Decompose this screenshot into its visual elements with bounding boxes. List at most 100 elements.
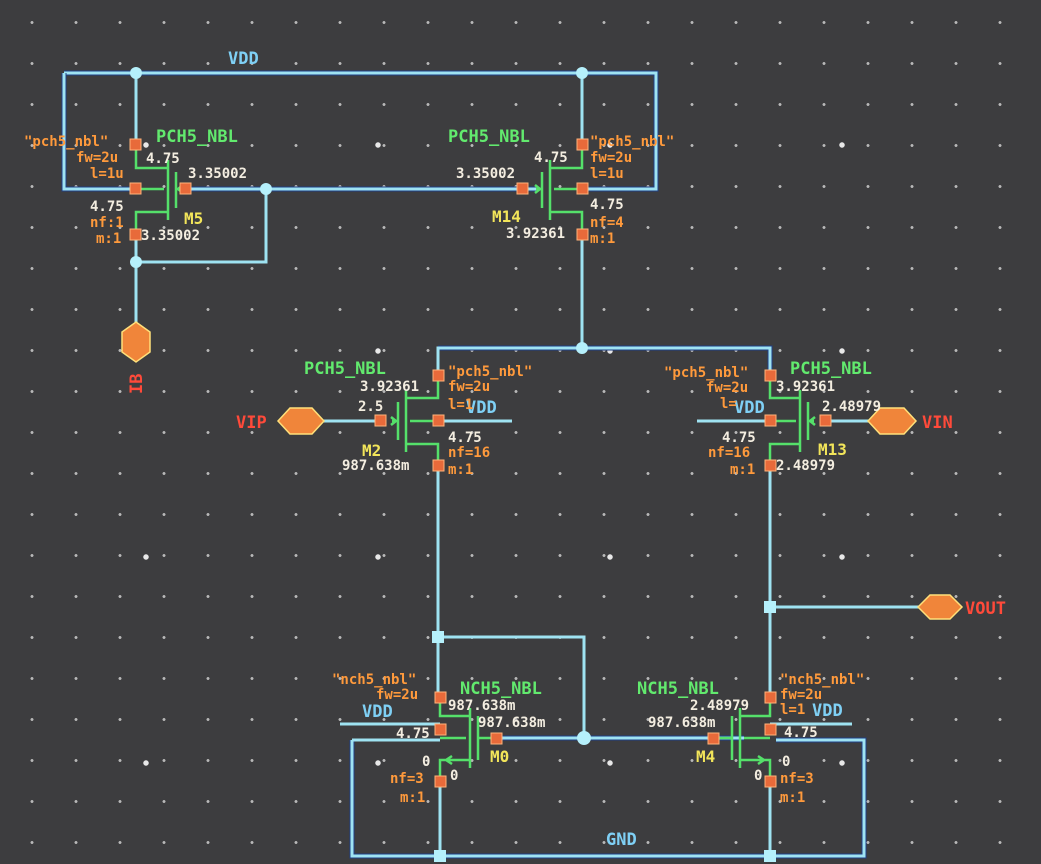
- param-m: m:1: [400, 790, 425, 806]
- nmos-symbol-icon: [438, 698, 492, 776]
- param-fw: fw=2u: [780, 687, 822, 703]
- model-name: "pch5_nbl": [24, 134, 108, 150]
- transistor-m14[interactable]: PCH5_NBL "pch5_nbl" fw=2u l=1u nf=4 m:1 …: [448, 127, 674, 247]
- param-nf: nf=3: [780, 771, 814, 787]
- op-voltage: 2.48979: [690, 698, 749, 714]
- junction-dot: [260, 183, 272, 195]
- wire-mirror-diode[interactable]: [438, 635, 586, 738]
- pin-vip[interactable]: VIP: [236, 407, 326, 435]
- op-voltage: 4.75: [590, 197, 624, 213]
- op-voltage: 3.35002: [188, 166, 247, 182]
- net-label-vdd-m2[interactable]: VDD: [466, 398, 497, 418]
- param-fw: fw=2u: [376, 687, 418, 703]
- param-m: m:1: [590, 231, 615, 247]
- nmos-symbol-icon: [718, 698, 772, 776]
- op-voltage: 4.75: [722, 430, 756, 446]
- input-pin-icon: [866, 407, 918, 435]
- instance-label: M2: [362, 441, 381, 460]
- op-voltage: 0: [422, 754, 430, 770]
- param-nf: nf=4: [590, 215, 624, 231]
- param-m: m:1: [730, 462, 755, 478]
- net-label-vdd-m4[interactable]: VDD: [812, 701, 843, 721]
- transistor-m13[interactable]: PCH5_NBL "pch5_nbl" fw=2u l= nf=16 m:1 3…: [664, 359, 881, 478]
- param-l: l=1u: [90, 166, 124, 182]
- junction-dot: [764, 850, 776, 862]
- param-m: m:1: [96, 231, 121, 247]
- device-type-label: PCH5_NBL: [448, 127, 530, 147]
- transistor-m4[interactable]: NCH5_NBL "nch5_nbl" fw=2u l=1 nf=3 m:1 2…: [637, 672, 864, 806]
- op-voltage: 987.638m: [448, 698, 515, 714]
- op-voltage: 4.75: [784, 725, 818, 741]
- device-type-label: PCH5_NBL: [156, 127, 238, 147]
- param-fw: fw=2u: [590, 150, 632, 166]
- device-pin: [764, 459, 777, 472]
- wire-gnd-rail[interactable]: [350, 738, 866, 858]
- device-pin: [764, 723, 777, 736]
- transistor-m2[interactable]: PCH5_NBL "pch5_nbl" fw=2u l=1 nf=16 m:1 …: [304, 359, 532, 478]
- net-label-gnd[interactable]: GND: [606, 830, 637, 850]
- device-pin: [179, 182, 192, 195]
- wire-vdd-rail[interactable]: [64, 70, 659, 192]
- device-type-label: NCH5_NBL: [637, 679, 719, 699]
- device-pin: [764, 414, 777, 427]
- device-pin: [129, 182, 142, 195]
- device-pin: [764, 369, 777, 382]
- op-voltage: 3.92361: [506, 226, 565, 242]
- wire-vdd-left-bulk[interactable]: [62, 73, 134, 191]
- device-pin: [129, 228, 142, 241]
- pin-label-vout: VOUT: [965, 599, 1006, 619]
- pin-ib[interactable]: IB: [121, 321, 151, 394]
- wire-vdd-rail-top[interactable]: [64, 71, 658, 191]
- device-pin: [516, 182, 529, 195]
- pmos-symbol-icon: [768, 380, 816, 460]
- param-fw: fw=2u: [706, 380, 748, 396]
- junctions: [130, 67, 776, 862]
- op-voltage: 4.75: [534, 150, 568, 166]
- device-pin: [819, 414, 832, 427]
- param-nf: nf=16: [448, 445, 490, 461]
- instance-label: M13: [818, 440, 847, 459]
- net-label-vdd[interactable]: VDD: [228, 49, 259, 69]
- wire-tail-node[interactable]: [436, 346, 772, 375]
- device-type-label: PCH5_NBL: [304, 359, 386, 379]
- op-voltage: 0: [782, 754, 790, 770]
- op-voltage: 4.75: [90, 199, 124, 215]
- junction-dot: [577, 731, 591, 745]
- net-label-vdd-m13[interactable]: VDD: [734, 398, 765, 418]
- wires: [61, 70, 920, 859]
- op-voltage: 3.35002: [456, 166, 515, 182]
- op-voltage: 0: [754, 768, 762, 784]
- op-voltage: 4.75: [448, 430, 482, 446]
- device-pin: [432, 414, 445, 427]
- device-pin: [432, 369, 445, 382]
- model-name: "pch5_nbl": [590, 134, 674, 150]
- wire-m5-diode[interactable]: [136, 189, 268, 264]
- op-voltage: 3.92361: [776, 379, 835, 395]
- op-voltage: 4.75: [146, 151, 180, 167]
- device-pin: [434, 723, 447, 736]
- junction-dot: [130, 256, 142, 268]
- param-m: m:1: [780, 790, 805, 806]
- transistor-m0[interactable]: NCH5_NBL "nch5_nbl" fw=2u nf=3 m:1 987.6…: [332, 672, 545, 806]
- junction-dot: [764, 601, 776, 613]
- pin-vin[interactable]: VIN: [866, 407, 953, 435]
- device-pin: [434, 775, 447, 788]
- pin-vout[interactable]: VOUT: [916, 594, 1006, 620]
- param-nf: nf=16: [708, 445, 750, 461]
- instance-label: M14: [492, 207, 521, 226]
- op-voltage: 987.638m: [478, 715, 545, 731]
- op-voltage: 0: [450, 768, 458, 784]
- input-pin-icon: [276, 407, 326, 435]
- model-name: "nch5_nbl": [780, 672, 864, 688]
- param-m: m:1: [448, 462, 473, 478]
- op-voltage: 987.638m: [342, 458, 409, 474]
- device-pin: [576, 228, 589, 241]
- device-pin: [576, 182, 589, 195]
- input-pin-icon: [121, 321, 151, 363]
- device-pin: [764, 775, 777, 788]
- op-voltage: 2.48979: [822, 399, 881, 415]
- net-label-vdd-m0[interactable]: VDD: [362, 702, 393, 722]
- model-name: "pch5_nbl": [448, 364, 532, 380]
- transistor-m5[interactable]: PCH5_NBL "pch5_nbl" fw=2u l=1u nf:1 m:1 …: [24, 127, 247, 247]
